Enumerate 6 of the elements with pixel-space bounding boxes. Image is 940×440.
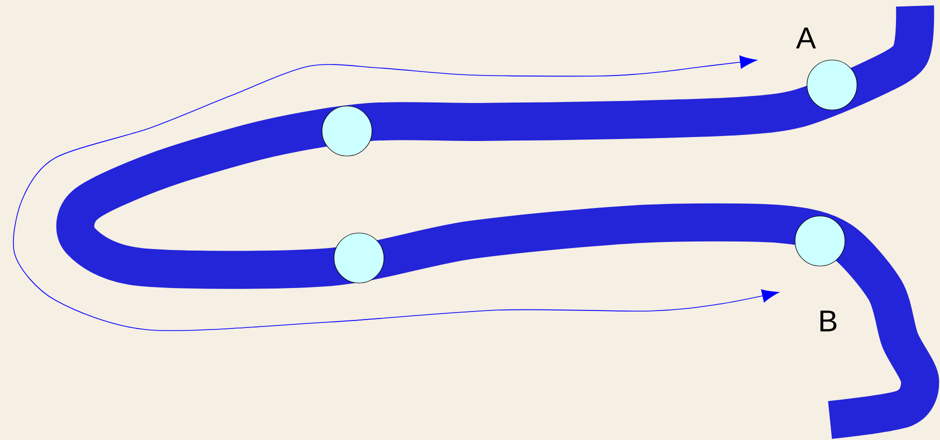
point-label: A — [796, 28, 816, 48]
station-circle — [794, 216, 846, 266]
station-circle — [806, 60, 858, 110]
point-label: B — [820, 310, 836, 332]
station-circle — [334, 232, 384, 284]
station-circle — [322, 106, 372, 156]
